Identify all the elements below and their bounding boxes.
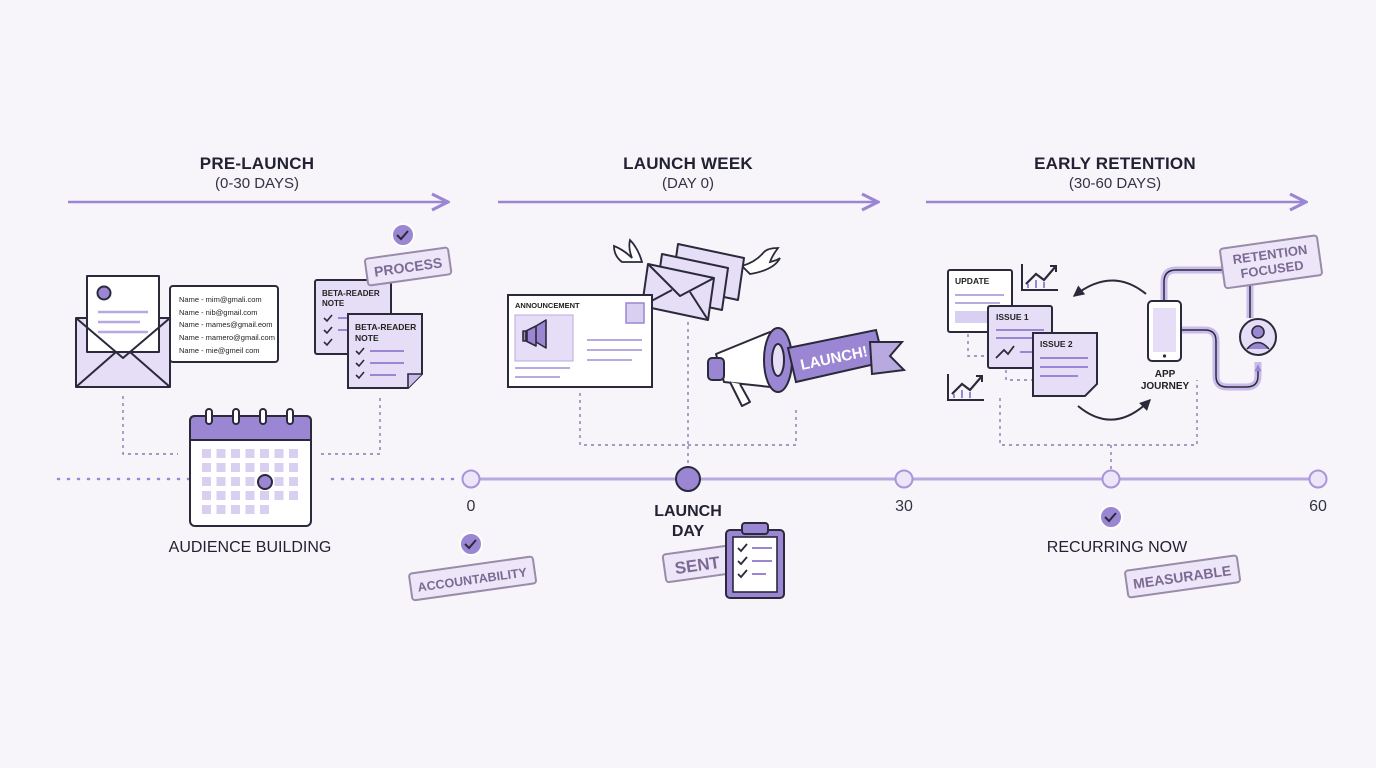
calendar-day-cell	[260, 449, 269, 458]
timeline-node-0	[461, 469, 481, 489]
user-flow-path	[1160, 266, 1262, 391]
flying-envelopes-icon	[613, 238, 781, 321]
calendar-day-cell	[289, 491, 298, 500]
calendar-day-cell	[216, 477, 226, 486]
check-badge-icon	[459, 532, 483, 556]
calendar-day-cell	[216, 505, 226, 514]
svg-text:ISSUE 1: ISSUE 1	[996, 312, 1029, 322]
tick-label-0: 0	[467, 498, 476, 515]
phase-subtitle-launch-week: (DAY 0)	[662, 175, 714, 192]
envelope-icon	[75, 275, 171, 388]
calendar-day-cell	[216, 463, 226, 472]
email-list-entry: Name - nib@gmail.com	[179, 308, 257, 317]
calendar-day-cell	[274, 449, 284, 458]
svg-text:ISSUE 2: ISSUE 2	[1040, 339, 1073, 349]
calendar-day-cell	[231, 477, 240, 486]
issue2-card: ISSUE 2	[1032, 332, 1098, 397]
calendar-day-cell	[289, 449, 298, 458]
check-badge-icon	[391, 223, 415, 247]
calendar-day-cell	[245, 463, 255, 472]
tick-label-30: 30	[895, 498, 913, 515]
phase-title-prelaunch: PRE-LAUNCH	[199, 154, 315, 173]
calendar-day-cell	[216, 491, 226, 500]
calendar-day-cell	[274, 477, 284, 486]
calendar-icon	[189, 408, 312, 527]
calendar-day-cell	[231, 505, 240, 514]
email-list-entry: Name - mim@gmali.com	[179, 295, 262, 304]
calendar-day-cell	[245, 505, 255, 514]
calendar-day-cell	[245, 477, 255, 486]
svg-text:UPDATE: UPDATE	[955, 276, 990, 286]
chart-up-icon	[947, 374, 984, 401]
stamp-measurable: MEASURABLE	[1124, 554, 1242, 599]
calendar-day-cell	[245, 449, 255, 458]
phase-subtitle-early-retention: (30-60 DAYS)	[1068, 175, 1162, 192]
calendar-day-cell	[260, 491, 269, 500]
calendar-day-cell	[274, 463, 284, 472]
launch-banner: LAUNCH!	[786, 328, 907, 384]
phase-title-launch-week: LAUNCH WEEK	[623, 154, 753, 173]
calendar-day-cell	[202, 449, 211, 458]
cycle-arrows	[1072, 279, 1151, 421]
tick-label-60: 60	[1309, 498, 1327, 515]
timeline-node-30	[894, 469, 914, 489]
email-list-entry: Name - mie@gmeil com	[179, 346, 260, 355]
announcement-postcard: ANNOUNCEMENT	[507, 294, 653, 388]
megaphone-icon	[707, 327, 793, 407]
calendar-day-cell	[231, 463, 240, 472]
check-badge-icon	[1099, 505, 1123, 529]
calendar-day-cell	[202, 491, 211, 500]
caption-audience-building: AUDIENCE BUILDING	[168, 539, 332, 556]
calendar-day-cell	[260, 463, 269, 472]
svg-text:RETENTIONFOCUSED: RETENTIONFOCUSED	[1232, 242, 1311, 282]
stamp-process: PROCESS	[363, 246, 453, 287]
phase-title-early-retention: EARLY RETENTION	[1034, 154, 1196, 173]
calendar-day-cell	[216, 449, 226, 458]
clipboard-icon	[725, 522, 785, 599]
stamp-retention-focused: RETENTIONFOCUSED	[1219, 234, 1323, 290]
stamp-sent: SENT	[661, 544, 733, 584]
phone-icon	[1147, 300, 1182, 362]
user-avatar-icon	[1239, 318, 1277, 356]
calendar-day-cell	[274, 491, 284, 500]
email-list-entry: Name - mamero@gmail.com	[179, 333, 275, 342]
calendar-day-cell	[202, 463, 211, 472]
timeline-node-60	[1308, 469, 1328, 489]
calendar-day-cell	[231, 449, 240, 458]
calendar-day-cell	[202, 477, 211, 486]
calendar-day-cell	[202, 505, 211, 514]
timeline-node-45	[1101, 469, 1121, 489]
chart-up-icon	[1021, 264, 1058, 291]
timeline-node-launch-day	[675, 466, 701, 492]
email-list-entry: Name - mames@gmail.eom	[179, 320, 272, 329]
phase-subtitle-prelaunch: (0-30 DAYS)	[215, 175, 299, 192]
stamp-accountability: ACCOUNTABILITY	[408, 555, 537, 602]
calendar-day-cell	[289, 477, 298, 486]
caption-recurring-now: RECURRING NOW	[1046, 539, 1188, 556]
email-list-card: Name - mim@gmali.com Name - nib@gmail.co…	[169, 285, 279, 363]
calendar-day-cell	[289, 463, 298, 472]
calendar-day-cell	[260, 505, 269, 514]
calendar-day-cell	[231, 491, 240, 500]
svg-text:ANNOUNCEMENT: ANNOUNCEMENT	[515, 301, 580, 310]
calendar-day-cell	[245, 491, 255, 500]
